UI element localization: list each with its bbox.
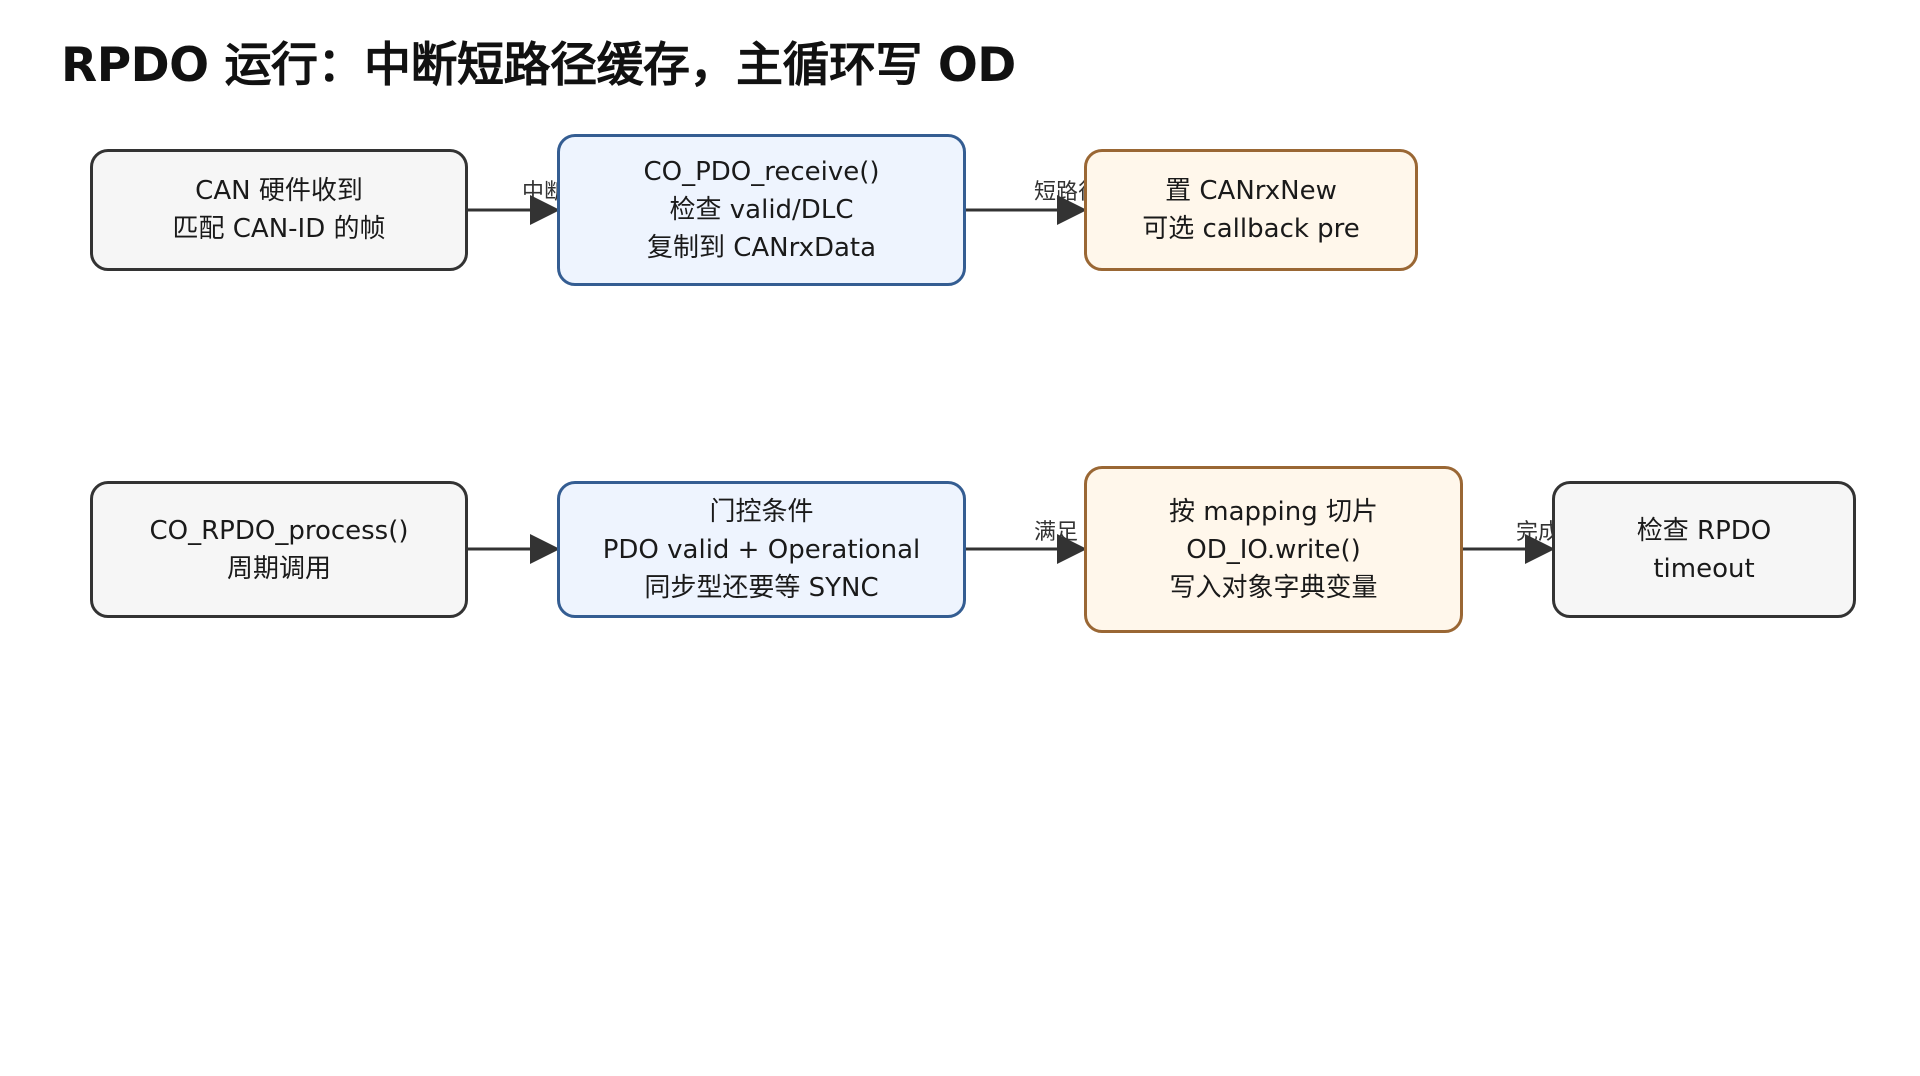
node-line: 可选 callback pre bbox=[1142, 214, 1360, 244]
node-line: CO_PDO_receive() bbox=[643, 157, 880, 187]
node-line: CO_RPDO_process() bbox=[149, 515, 409, 546]
node-line: 匹配 CAN-ID 的帧 bbox=[172, 214, 386, 244]
node-line: 检查 RPDO bbox=[1636, 515, 1772, 546]
page-title: RPDO 运行：中断短路径缓存，主循环写 OD bbox=[61, 38, 1016, 93]
node-set-canrxnew: 置 CANrxNew 可选 callback pre bbox=[1084, 149, 1418, 271]
node-line: 检查 valid/DLC bbox=[669, 195, 854, 225]
node-mapping-write: 按 mapping 切片 OD_IO.write() 写入对象字典变量 bbox=[1084, 466, 1463, 633]
node-check-rpdo-timeout: 检查 RPDO timeout bbox=[1552, 481, 1856, 618]
node-can-hardware-receive: CAN 硬件收到 匹配 CAN-ID 的帧 bbox=[90, 149, 468, 271]
node-line: 置 CANrxNew bbox=[1165, 176, 1337, 206]
node-co-pdo-receive: CO_PDO_receive() 检查 valid/DLC 复制到 CANrxD… bbox=[557, 134, 966, 286]
node-line: PDO valid + Operational bbox=[602, 534, 921, 565]
node-line: 按 mapping 切片 bbox=[1168, 496, 1378, 527]
node-line: 写入对象字典变量 bbox=[1169, 572, 1378, 603]
node-line: CAN 硬件收到 bbox=[195, 176, 363, 206]
node-line: 门控条件 bbox=[709, 496, 814, 527]
node-line: 周期调用 bbox=[226, 553, 331, 584]
node-line: 同步型还要等 SYNC bbox=[644, 572, 879, 603]
node-co-rpdo-process: CO_RPDO_process() 周期调用 bbox=[90, 481, 468, 618]
edge-label-interrupt: 中断 bbox=[522, 180, 558, 205]
edge-label-satisfied: 满足 bbox=[1034, 520, 1079, 545]
node-gate-conditions: 门控条件 PDO valid + Operational 同步型还要等 SYNC bbox=[557, 481, 966, 618]
node-line: timeout bbox=[1653, 553, 1755, 584]
edge-label-done: 完成 bbox=[1516, 520, 1554, 545]
edge-label-short-path: 短路径 bbox=[1034, 180, 1086, 205]
node-line: OD_IO.write() bbox=[1186, 534, 1361, 565]
node-line: 复制到 CANrxData bbox=[646, 233, 877, 263]
